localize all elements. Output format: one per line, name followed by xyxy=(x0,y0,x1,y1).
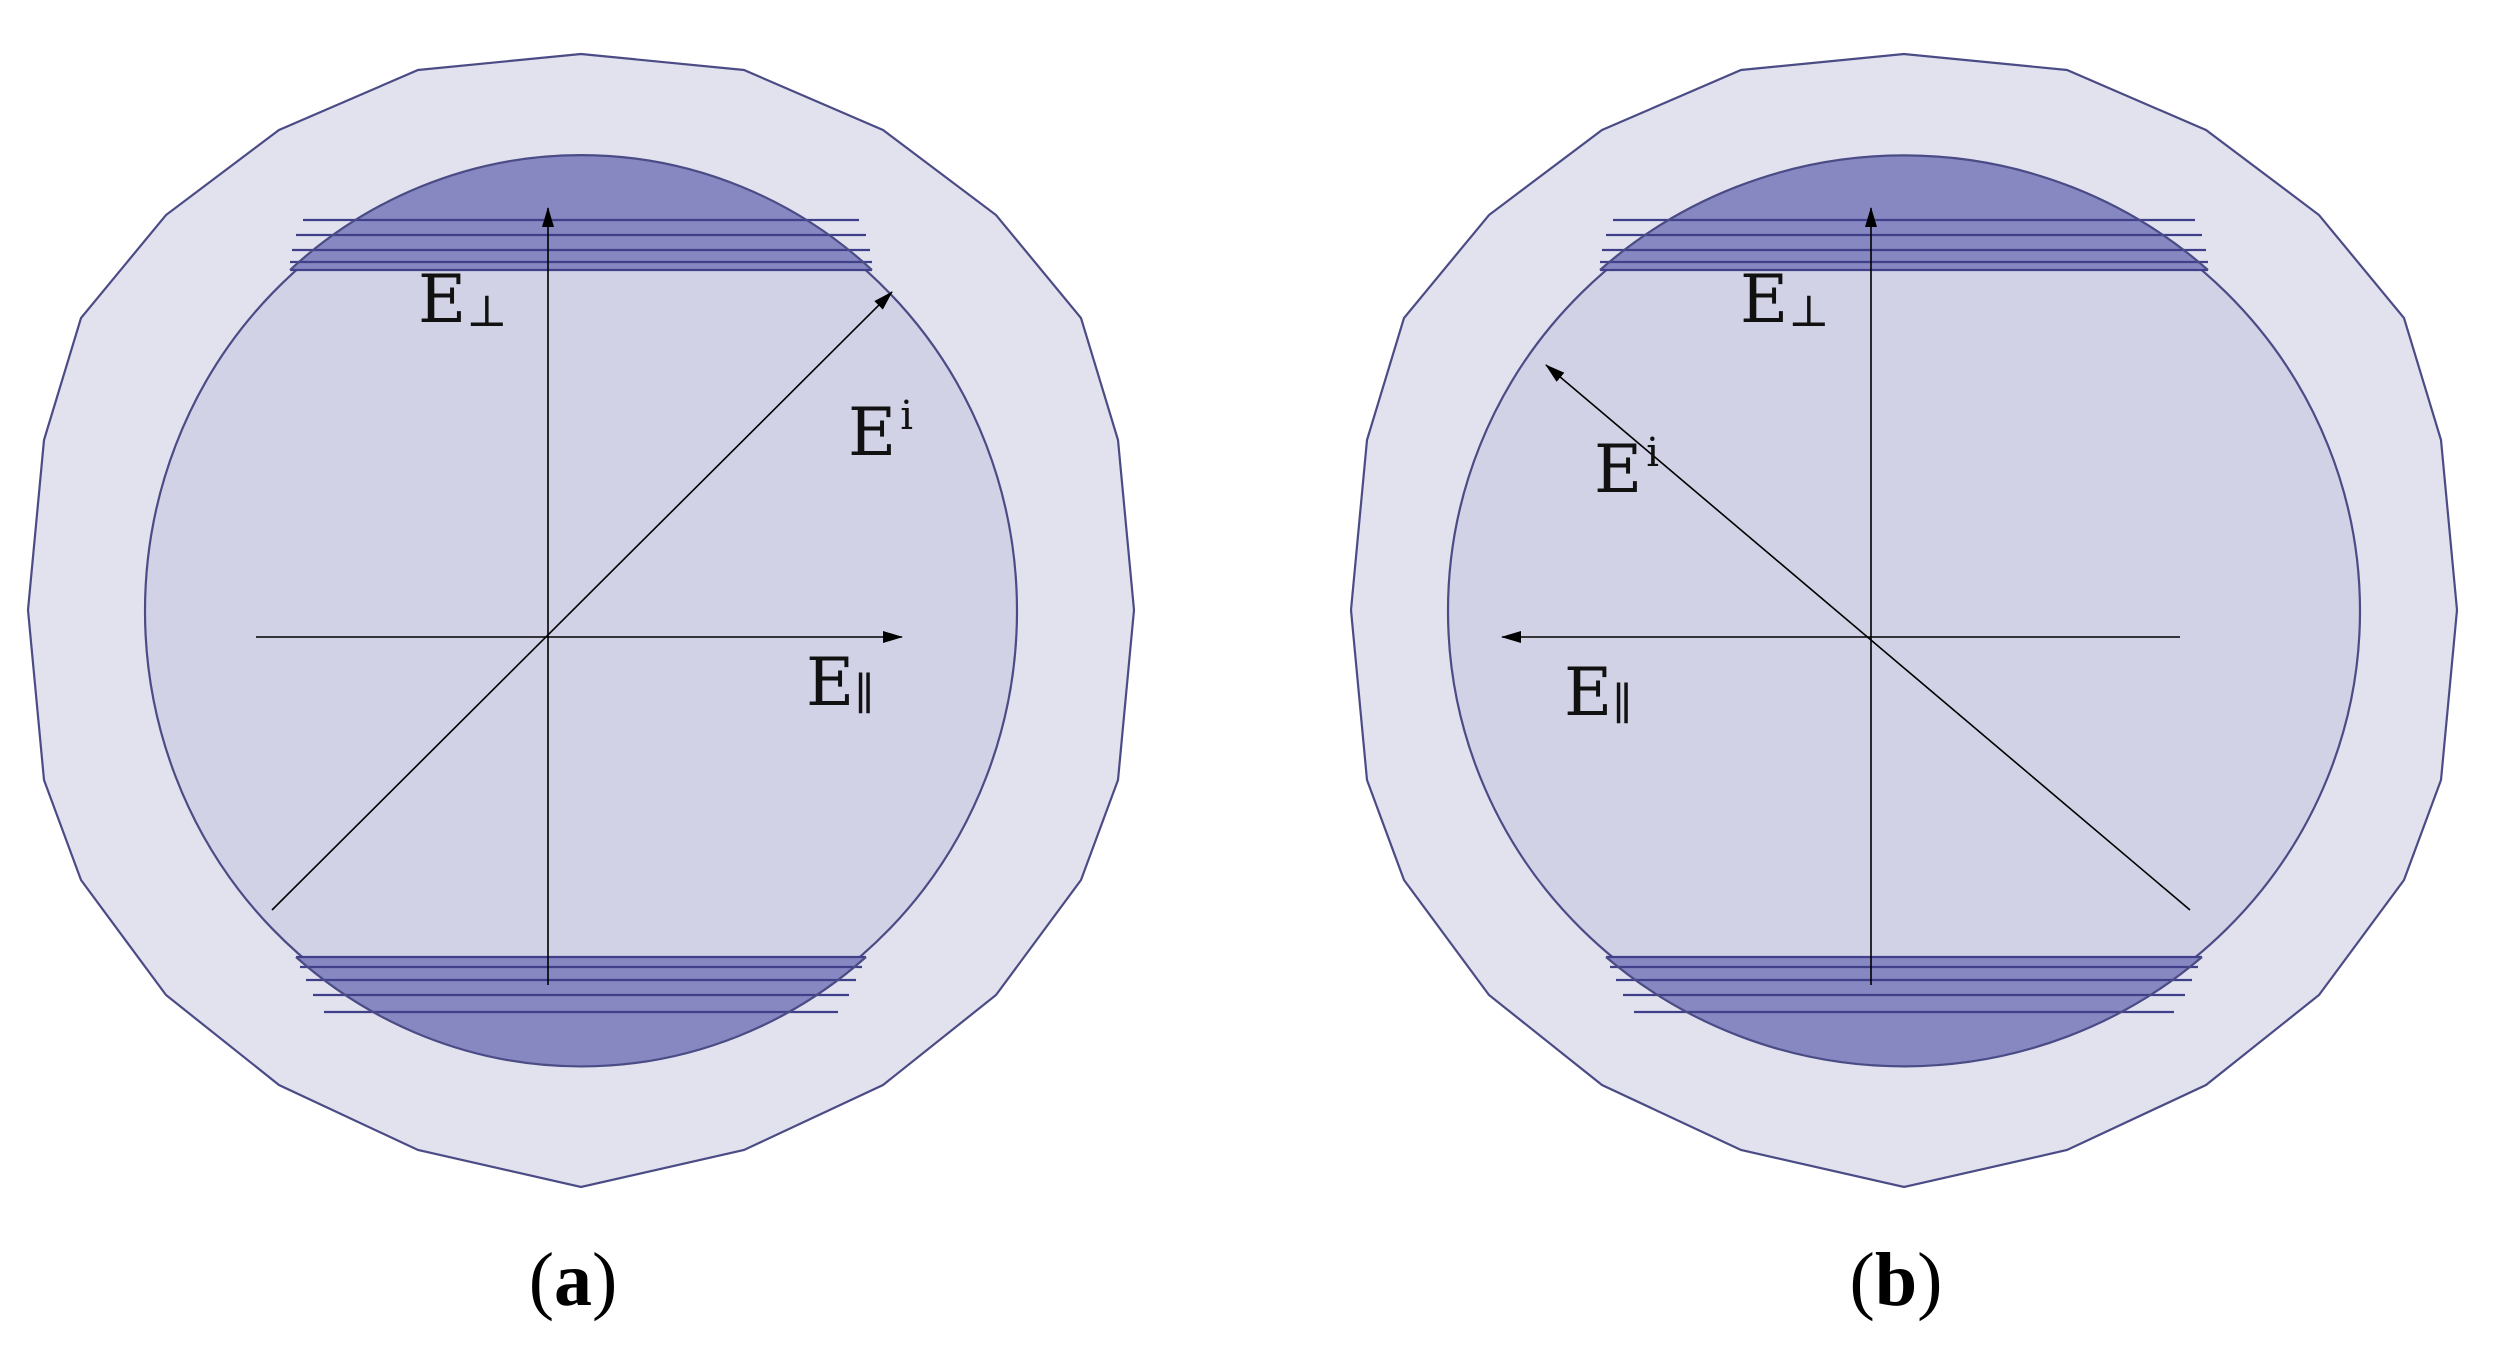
panel-b-e-perp-label: E⊥ xyxy=(1740,261,1830,338)
panel-a-inner-disk xyxy=(143,159,1019,1063)
panel-b-incident-vector xyxy=(1545,364,2191,911)
panel-a-caption: (a) xyxy=(529,1238,618,1322)
panel-b-top-cap xyxy=(1600,155,2208,270)
panel-b-bottom-stripes xyxy=(1606,955,2202,1014)
panel-a-bottom-stripes xyxy=(296,955,866,1014)
panel-a-top-cap xyxy=(290,155,872,270)
panel-a-top-stripes xyxy=(290,218,872,272)
panel-b-top-stripes xyxy=(1600,218,2208,272)
panel-a-incident-vector xyxy=(271,291,893,911)
panel-a-e-parallel-label: E∥ xyxy=(806,644,875,721)
panel-b-caption: (b) xyxy=(1850,1238,1943,1322)
panel-a-e-perp-label: E⊥ xyxy=(418,261,508,338)
panel-b-inner-disk xyxy=(1446,159,2362,1063)
panel-b-e-parallel-label: E∥ xyxy=(1564,654,1633,731)
